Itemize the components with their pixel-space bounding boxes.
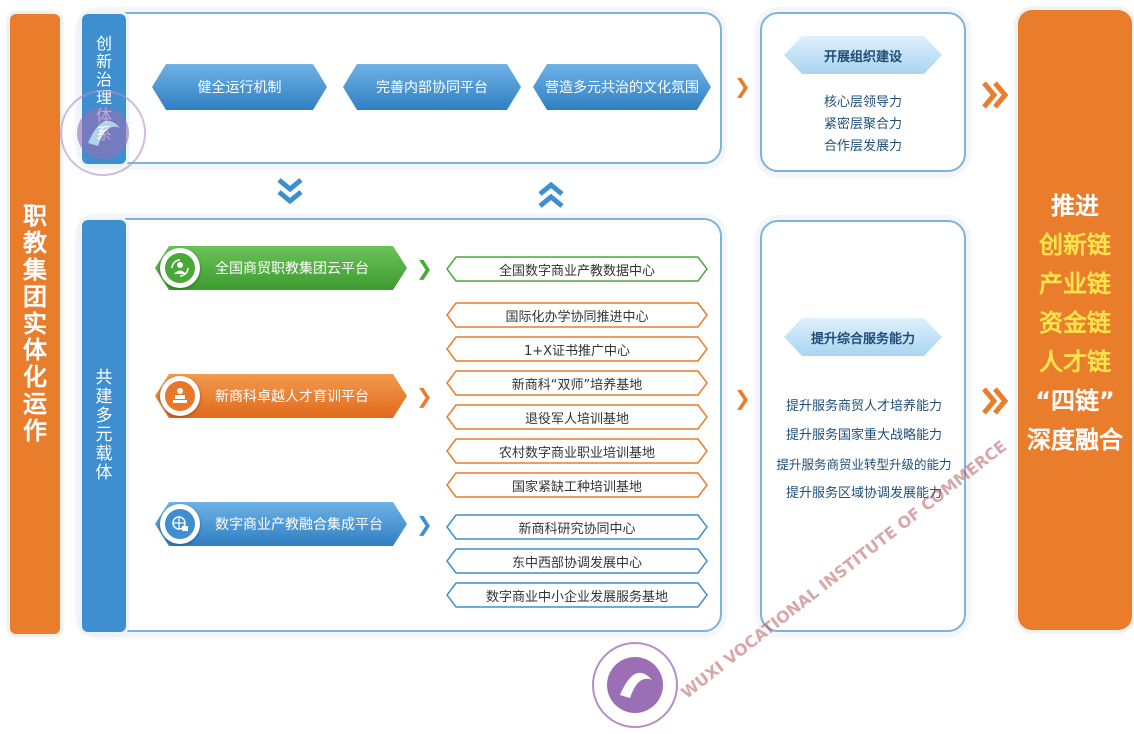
goal-line: 深度融合 xyxy=(1027,425,1123,454)
governance-pill: 健全运行机制 xyxy=(152,64,327,110)
center-label: 农村数字商业职业培训基地 xyxy=(498,445,655,461)
platform-label: 全国商贸职教集团云平台 xyxy=(215,261,369,277)
globe-network-icon xyxy=(160,504,200,544)
organization-card-list: 核心层领导力 紧密层聚合力 合作层发展力 xyxy=(760,92,966,158)
right-goal-bar: 推进 创新链 产业链 资金链 人才链 “四链” 深度融合 xyxy=(1018,10,1132,630)
chevron-right-icon: ❯ xyxy=(416,256,433,280)
center-item-orange: 国家紧缺工种培训基地 xyxy=(446,472,708,498)
organization-item: 紧密层聚合力 xyxy=(823,117,902,132)
service-card-list: 提升服务商贸人才培养能力 提升服务国家重大战略能力 提升服务商贸业转型升级的能力… xyxy=(758,392,970,508)
left-title-char: 化 xyxy=(23,363,47,392)
organization-card-title: 开展组织建设 xyxy=(784,36,942,74)
left-title-bar: 职 教 集 团 实 体 化 运 作 xyxy=(10,14,60,634)
center-item-blue: 新商科研究协同中心 xyxy=(446,514,708,540)
chevron-right-icon: ❯ xyxy=(416,384,433,408)
people-cycle-icon xyxy=(160,248,200,288)
institute-logo xyxy=(58,88,148,178)
center-label: 国家紧缺工种培训基地 xyxy=(511,479,642,495)
left-title-char: 体 xyxy=(23,336,47,365)
center-item-orange: 1+X证书推广中心 xyxy=(446,336,708,362)
center-item-blue: 东中西部协调发展中心 xyxy=(446,548,708,574)
chevron-right-icon: ❯ xyxy=(734,74,751,98)
double-chevron-right-icon xyxy=(982,386,1010,420)
goal-chain: 人才链 xyxy=(1039,347,1111,376)
double-chevron-right-icon xyxy=(982,80,1010,114)
organization-item: 核心层领导力 xyxy=(823,95,902,110)
left-title-char: 运 xyxy=(23,390,47,419)
goal-chain: 创新链 xyxy=(1039,230,1111,259)
service-item: 提升服务国家重大战略能力 xyxy=(785,428,942,443)
goal-line: “四链” xyxy=(1035,386,1115,415)
service-item: 提升服务商贸人才培养能力 xyxy=(785,399,942,414)
double-chevron-down-icon xyxy=(275,176,305,212)
center-label: 退役军人培训基地 xyxy=(524,411,629,427)
center-label: 新商科“双师”培养基地 xyxy=(511,377,643,393)
center-item-orange: 退役军人培训基地 xyxy=(446,404,708,430)
platform-label: 数字商业产教融合集成平台 xyxy=(215,517,383,533)
service-item: 提升服务区域协调发展能力 xyxy=(785,486,942,501)
goal-line: 推进 xyxy=(1051,191,1099,220)
service-card-title: 提升综合服务能力 xyxy=(784,318,942,356)
double-chevron-up-icon xyxy=(536,176,566,212)
center-label: 新商科研究协同中心 xyxy=(518,521,636,537)
platform-cloud: 全国商贸职教集团云平台 xyxy=(155,246,407,290)
tab-char: 共 xyxy=(95,367,113,388)
center-label: 全国数字商业产教数据中心 xyxy=(498,263,655,279)
chevron-right-icon: ❯ xyxy=(416,512,433,536)
tab-char: 新 xyxy=(95,52,112,72)
left-title-char: 实 xyxy=(23,309,47,338)
service-item: 提升服务商贸业转型升级的能力 xyxy=(776,457,952,472)
center-label: 1+X证书推广中心 xyxy=(523,343,631,359)
governance-pill: 完善内部协同平台 xyxy=(343,64,521,110)
center-item-orange: 新商科“双师”培养基地 xyxy=(446,370,708,396)
tab-char: 多 xyxy=(95,405,113,426)
service-card xyxy=(760,220,966,632)
lecturer-icon xyxy=(160,376,200,416)
platform-label: 新商科卓越人才育训平台 xyxy=(215,389,369,405)
organization-item: 合作层发展力 xyxy=(823,139,902,154)
institute-logo xyxy=(590,640,680,730)
center-item-blue: 数字商业中小企业发展服务基地 xyxy=(446,582,708,608)
tab-char: 治 xyxy=(95,70,112,90)
left-title-char: 团 xyxy=(23,282,47,311)
tab-char: 创 xyxy=(95,34,112,54)
left-title-char: 集 xyxy=(23,255,47,284)
chevron-right-icon: ❯ xyxy=(734,386,751,410)
tab-char: 理 xyxy=(95,88,112,107)
tab-char: 元 xyxy=(95,425,113,445)
goal-chain: 产业链 xyxy=(1039,269,1111,298)
governance-pill: 营造多元共治的文化氛围 xyxy=(533,64,711,110)
tab-char: 建 xyxy=(95,386,113,407)
tab-char: 体 xyxy=(95,463,113,484)
left-title-char: 教 xyxy=(23,228,47,257)
center-item-orange: 国际化办学协同推进中心 xyxy=(446,302,708,328)
center-label: 数字商业中小企业发展服务基地 xyxy=(485,589,668,605)
center-item-green: 全国数字商业产教数据中心 xyxy=(446,256,708,282)
center-label: 国际化办学协同推进中心 xyxy=(505,309,649,325)
center-label: 东中西部协调发展中心 xyxy=(511,555,642,571)
tab-char: 载 xyxy=(95,444,113,465)
goal-chain: 资金链 xyxy=(1039,308,1111,337)
center-item-orange: 农村数字商业职业培训基地 xyxy=(446,438,708,464)
left-title-char: 作 xyxy=(23,417,47,446)
left-title-char: 职 xyxy=(23,202,47,231)
carrier-tab: 共 建 多 元 载 体 xyxy=(82,220,126,632)
